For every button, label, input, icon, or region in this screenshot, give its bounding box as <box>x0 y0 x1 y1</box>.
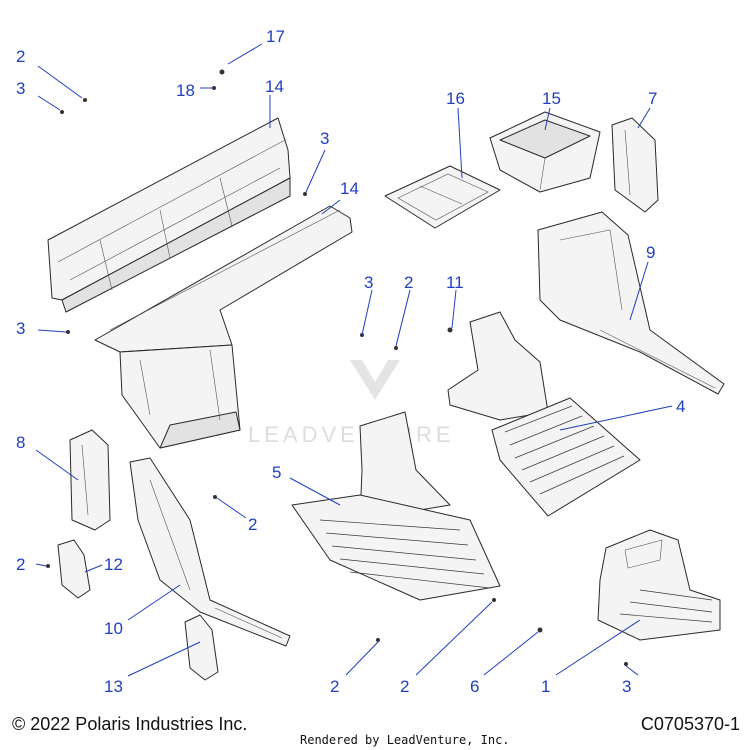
callout-1: 1 <box>541 677 550 696</box>
callout-4: 4 <box>676 397 685 416</box>
callout-13: 14 <box>340 179 359 198</box>
callout-10: 10 <box>104 619 123 638</box>
watermark: LEADVENTURE <box>248 360 455 447</box>
callout-3: 3 <box>320 129 329 148</box>
callout-3: 3 <box>16 319 25 338</box>
part-16-tray <box>384 165 501 229</box>
callout-5: 5 <box>272 463 281 482</box>
drawing-number: C0705370-1 <box>640 714 740 734</box>
part-9-right-rocker <box>537 211 725 395</box>
part-4-right-floor <box>447 311 641 517</box>
callout-2: 2 <box>16 555 25 574</box>
part-14-pad-upper <box>57 539 91 599</box>
callout-11: 11 <box>446 273 464 292</box>
part-8-left-trim <box>69 429 111 531</box>
callout-12: 14 <box>265 77 284 96</box>
callout-3: 3 <box>16 79 25 98</box>
part-5-left-floor <box>291 411 501 601</box>
callout-2: 2 <box>16 47 25 66</box>
callout-2: 2 <box>330 677 339 696</box>
callout-15: 15 <box>542 89 561 108</box>
part-14-pad-lower <box>184 614 219 681</box>
part-7-side-trim <box>611 117 659 213</box>
callout-2: 2 <box>400 677 409 696</box>
copyright-text: © 2022 Polaris Industries Inc. <box>12 714 248 734</box>
callout-2: 2 <box>248 515 257 534</box>
callout-16: 16 <box>446 89 465 108</box>
rendered-by-text: Rendered by LeadVenture, Inc. <box>300 733 510 747</box>
watermark-text: LEADVENTURE <box>248 422 455 447</box>
callout-3: 3 <box>622 677 631 696</box>
part-13-bulkhead <box>94 205 353 449</box>
fasteners <box>46 69 628 666</box>
callout-7: 7 <box>648 89 657 108</box>
callout-18: 18 <box>176 81 195 100</box>
callout-9: 9 <box>646 243 655 262</box>
part-12-rear-panel <box>47 117 291 313</box>
callouts: 2 3 17 18 14 3 14 16 15 7 9 3 2 11 3 4 8… <box>16 27 685 696</box>
part-10-left-rocker <box>129 457 291 647</box>
part-15-storage-bin <box>489 111 601 193</box>
callout-6: 6 <box>470 677 479 696</box>
callout-3: 3 <box>364 273 373 292</box>
part-1-console <box>597 529 721 641</box>
callout-17: 17 <box>266 27 285 46</box>
callout-14: 12 <box>104 555 123 574</box>
callout-8: 8 <box>16 433 25 452</box>
callout-14: 13 <box>104 677 123 696</box>
leader-lines <box>35 43 673 677</box>
callout-2: 2 <box>404 273 413 292</box>
